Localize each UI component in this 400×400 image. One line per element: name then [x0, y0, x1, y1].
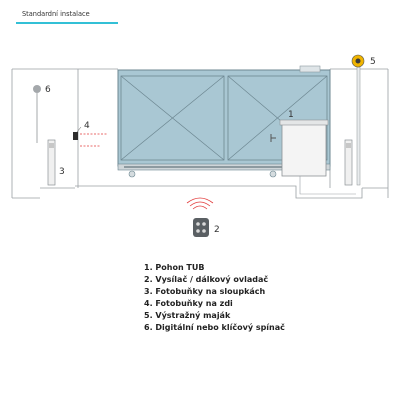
wiring-conduit-inner [299, 176, 356, 195]
gate-rack [124, 166, 324, 168]
left-wall [11, 68, 118, 198]
legend-item: 3. Fotobuňky na sloupkách [144, 287, 266, 296]
legend-item: 4. Fotobuňky na zdi [144, 299, 233, 308]
gate-panel-right [227, 75, 328, 161]
photocell-post-right-icon [344, 139, 353, 186]
callout-1: 1 [288, 110, 294, 120]
callout-4-leader [76, 126, 82, 133]
page-title: Standardní instalace [22, 10, 90, 18]
callout-2: 2 [214, 225, 220, 235]
legend-list: 1. Pohon TUB 2. Vysílač / dálkový ovlada… [144, 262, 285, 334]
signal-waves-icon [186, 197, 214, 210]
legend-item: 6. Digitální nebo klíčový spínač [144, 323, 285, 332]
gate-handle [270, 134, 276, 142]
photocell-wall-icon [73, 132, 78, 140]
callout-5: 5 [370, 57, 376, 67]
remote-control-icon [193, 218, 209, 237]
key-switch-icon [33, 85, 41, 143]
callout-4: 4 [84, 121, 90, 131]
photocell-post-icon [47, 139, 56, 186]
motor-unit-icon [279, 119, 329, 177]
warning-lamp-icon [351, 54, 365, 186]
legend-item: 5. Výstražný maják [144, 311, 231, 320]
callout-3: 3 [59, 167, 65, 177]
title-underline [16, 22, 118, 24]
gate-wheel-right [269, 170, 277, 178]
gate-top-guide [299, 65, 321, 73]
photocell-beam [80, 133, 108, 147]
gate-brace-left [120, 75, 225, 161]
ground-line [12, 187, 388, 199]
gate-wheel-left [128, 170, 136, 178]
wiring-conduit [40, 185, 363, 199]
legend-item: 2. Vysílač / dálkový ovladač [144, 275, 269, 284]
legend-item: 1. Pohon TUB [144, 263, 205, 272]
gate-panel-left [120, 75, 225, 161]
callout-6: 6 [45, 85, 51, 95]
